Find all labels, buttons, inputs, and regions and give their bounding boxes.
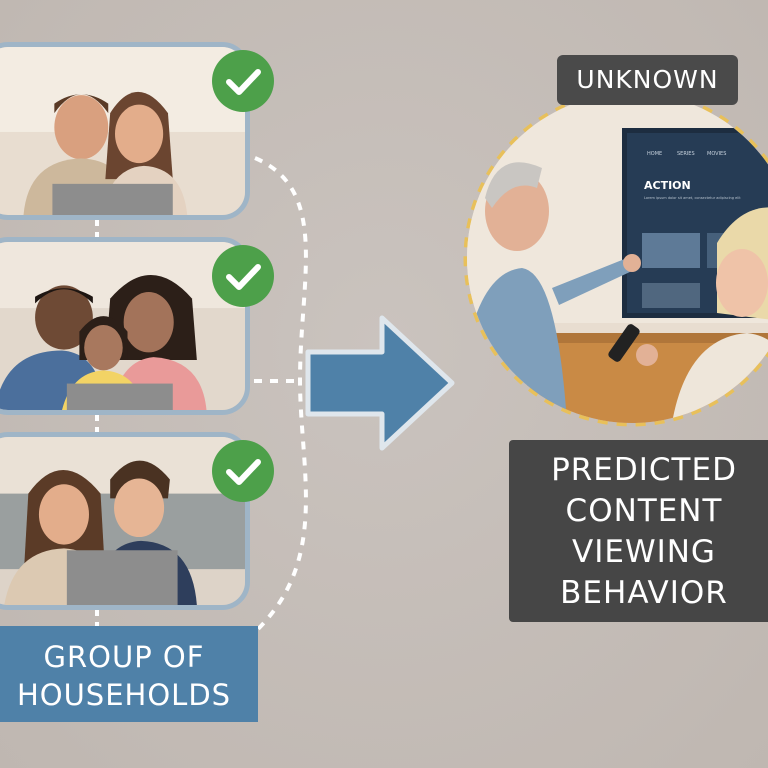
- household-photo-family: [0, 237, 250, 415]
- predicted-line3: VIEWING: [572, 534, 716, 570]
- group-of-households-label: GROUP OF HOUSEHOLDS: [0, 626, 258, 722]
- tv-menu-home: HOME: [647, 151, 662, 157]
- predicted-line2: CONTENT: [565, 493, 723, 529]
- tv-genre-title: ACTION: [644, 179, 691, 192]
- household-photo-parent-child: [0, 432, 250, 610]
- group-label-line1: GROUP OF: [43, 640, 205, 674]
- unknown-household-scene: HOME SERIES MOVIES ACTION Lorem ipsum do…: [467, 93, 768, 423]
- predicted-line1: PREDICTED: [551, 452, 737, 488]
- tv-genre-subtitle: Lorem ipsum dolor sit amet, consectetur …: [644, 196, 741, 200]
- arrow-right-icon: [305, 315, 455, 451]
- household-photo-couple: [0, 42, 250, 220]
- check-icon: [212, 50, 274, 112]
- tv-menu-series: SERIES: [677, 151, 695, 157]
- tv-thumbnail-1: [642, 233, 700, 268]
- unknown-badge: UNKNOWN: [557, 55, 738, 105]
- predicted-line4: BEHAVIOR: [560, 575, 728, 611]
- bracket-curve: [253, 156, 308, 634]
- check-icon: [212, 440, 274, 502]
- group-label-line2: HOUSEHOLDS: [16, 678, 232, 712]
- check-icon: [212, 245, 274, 307]
- tv-menu-movies: MOVIES: [707, 151, 726, 157]
- tv-thumbnail-3: [642, 283, 700, 308]
- predicted-behavior-box: PREDICTED CONTENT VIEWING BEHAVIOR: [509, 440, 768, 622]
